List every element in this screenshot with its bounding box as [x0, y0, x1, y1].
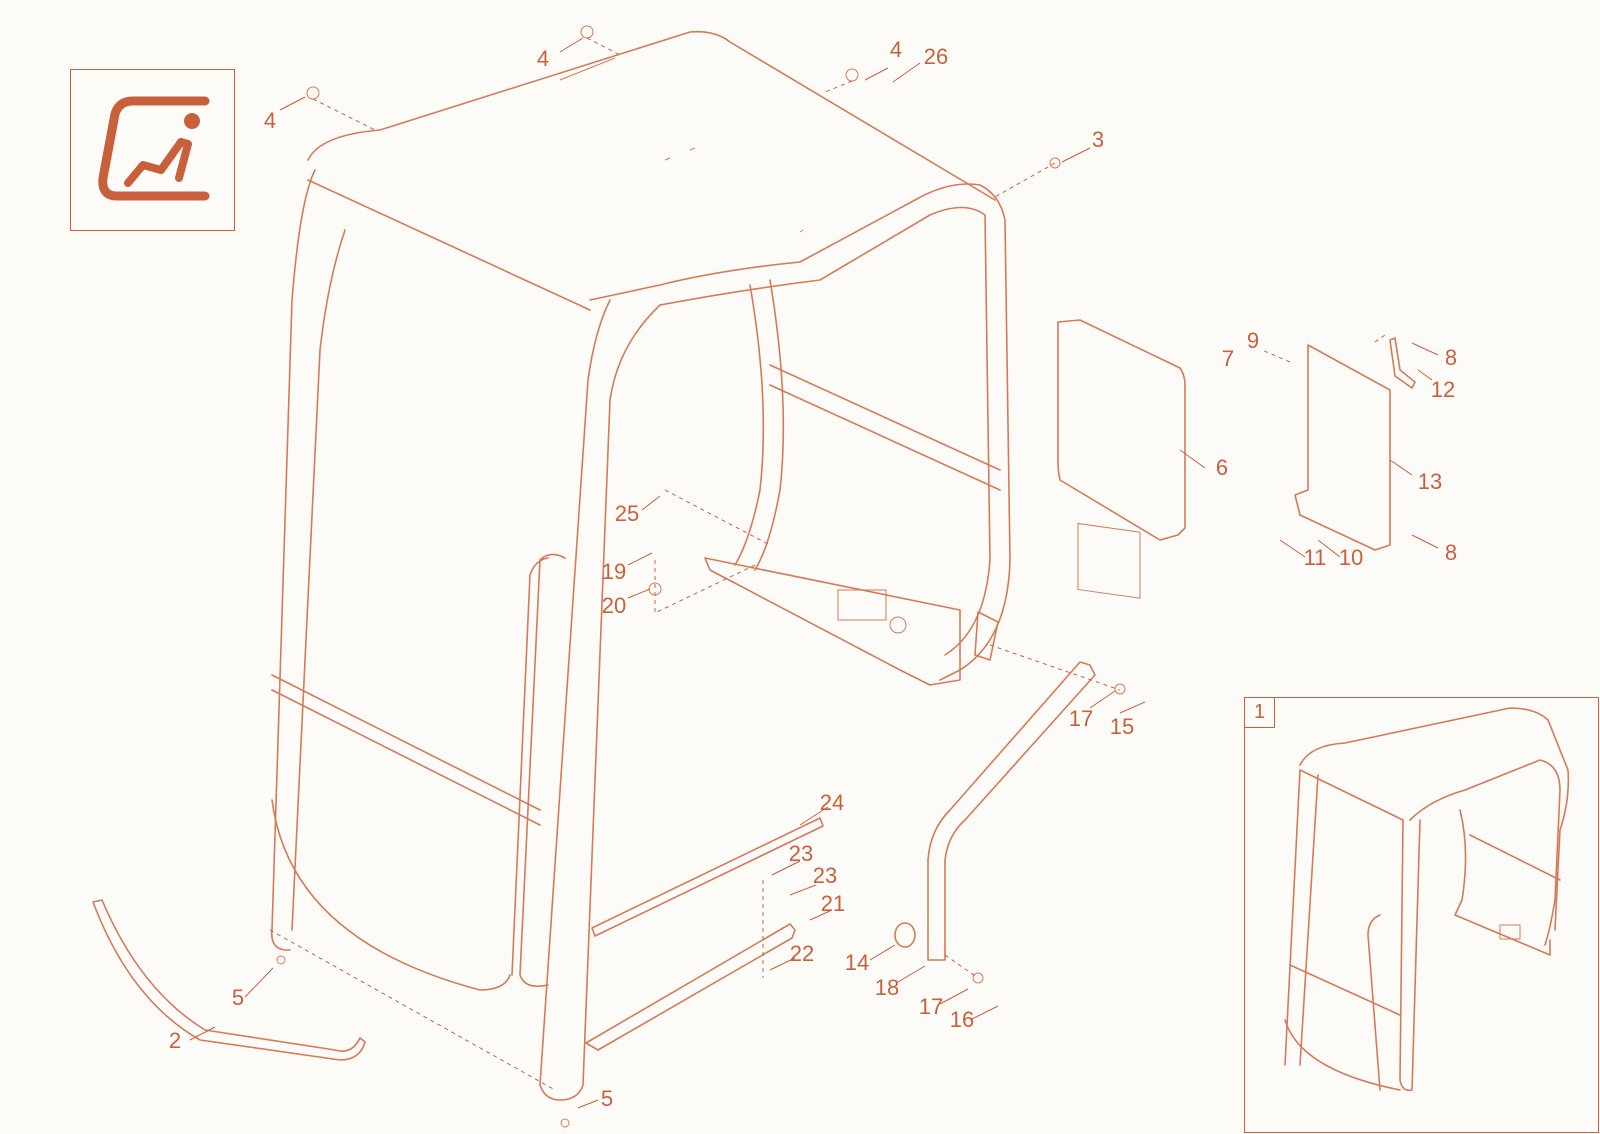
callout-4: 4: [889, 37, 903, 62]
spacer: [894, 922, 916, 948]
inset-view-frame: [1244, 697, 1599, 1133]
callout-8: 8: [1444, 345, 1458, 370]
callout-26: 26: [923, 44, 949, 69]
frame-front-left-post: [539, 299, 661, 1101]
side-cross-tube: [271, 674, 541, 826]
nut-4-right: [845, 68, 859, 82]
nut-4-left: [306, 86, 320, 100]
document-holder-box: [1057, 319, 1186, 541]
seat-icon-frame: [70, 69, 235, 231]
operator-seat-icon: [98, 96, 210, 201]
washer-17-bottom: [972, 972, 984, 984]
callout-23: 23: [812, 863, 838, 888]
callout-7: 7: [1221, 346, 1235, 371]
callout-18: 18: [874, 975, 900, 1000]
floor-plate: [704, 557, 961, 686]
callout-2: 2: [168, 1028, 182, 1053]
callout-6: 6: [1215, 455, 1229, 480]
plug-5-left: [276, 955, 286, 965]
callout-23: 23: [788, 841, 814, 866]
nut-4-top: [580, 25, 594, 39]
door-seal: [92, 899, 366, 1061]
callout-24: 24: [819, 790, 845, 815]
washer-17-top: [1114, 683, 1126, 695]
plate-decal: [837, 589, 887, 621]
callout-3: 3: [1091, 127, 1105, 152]
callout-10: 10: [1338, 545, 1364, 570]
callout-4: 4: [536, 46, 550, 71]
callout-12: 12: [1430, 377, 1456, 402]
rear-cross-tube: [769, 364, 1001, 491]
roof-panel: [307, 30, 996, 201]
grab-handle: [511, 553, 566, 988]
door-stay-bar: [927, 661, 1096, 961]
callout-15: 15: [1109, 714, 1135, 739]
callout-8: 8: [1444, 540, 1458, 565]
callout-5: 5: [231, 985, 245, 1010]
callout-21: 21: [820, 891, 846, 916]
callout-14: 14: [844, 950, 870, 975]
callout-20: 20: [601, 593, 627, 618]
callout-4: 4: [263, 108, 277, 133]
frame-front-arch: [589, 183, 1011, 681]
callout-11: 11: [1303, 545, 1327, 570]
callout-9: 9: [1246, 328, 1260, 353]
callout-19: 19: [601, 559, 627, 584]
callout-22: 22: [789, 941, 815, 966]
mount-bracket: [974, 611, 999, 661]
inset-cab-roof: [1299, 707, 1570, 931]
clamp-bracket: [1389, 337, 1416, 389]
plug-5-bottom: [560, 1118, 570, 1128]
callout-5: 5: [600, 1086, 614, 1111]
callout-25: 25: [614, 501, 640, 526]
mounting-plate: [1294, 344, 1391, 551]
seal-rail: [591, 817, 824, 937]
callout-17: 17: [918, 994, 944, 1019]
nut-3: [1049, 157, 1061, 169]
inset-view-label: 1: [1244, 697, 1275, 728]
frame-rear-left-post: [270, 169, 316, 951]
door-rail: [585, 923, 796, 1051]
callout-17: 17: [1068, 706, 1094, 731]
callout-13: 13: [1417, 469, 1443, 494]
callout-16: 16: [949, 1007, 975, 1032]
